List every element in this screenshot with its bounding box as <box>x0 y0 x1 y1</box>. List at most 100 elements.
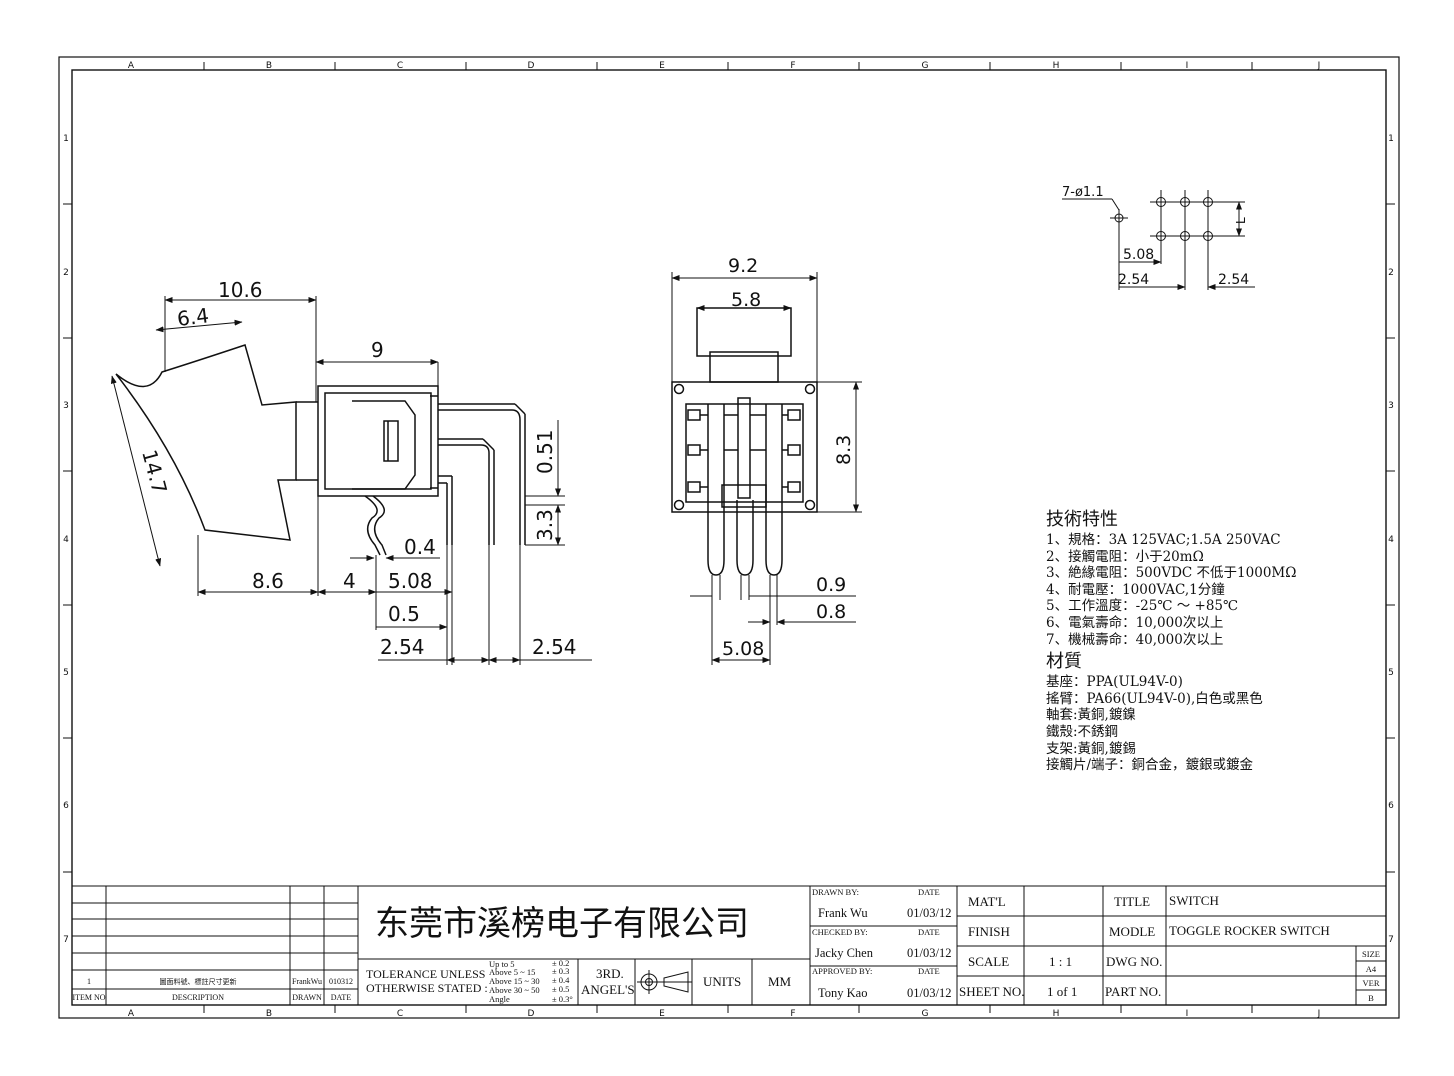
material-line: 鐵殼:不銹鋼 <box>1046 723 1119 740</box>
dim-5-08: 5.08 <box>1123 247 1154 263</box>
col-label: G <box>922 61 929 71</box>
dim-6-4: 6.4 <box>176 303 211 331</box>
row-label: 6 <box>1388 801 1394 811</box>
drawn-date: 01/03/12 <box>907 906 951 920</box>
row-label: 4 <box>63 535 69 545</box>
header-drawn: DRAWN <box>292 993 322 1002</box>
specifications: 技術特性 1、規格：3A 125VAC;1.5A 250VAC 2、接觸電阻：小… <box>1046 508 1376 774</box>
col-label: D <box>528 61 535 71</box>
dim-9-2: 9.2 <box>728 255 758 277</box>
tolerance-range: Above 15 ~ 30 <box>489 976 540 986</box>
company-name: 东莞市溪榜电子有限公司 <box>375 904 749 944</box>
tech-line: 6、電氣壽命：10,000次以上 <box>1046 614 1224 631</box>
units-label: UNITS <box>703 974 741 989</box>
col-label: F <box>790 1009 795 1019</box>
row-label: 4 <box>1388 535 1394 545</box>
tech-line: 5、工作溫度：-25℃ ～ +85℃ <box>1046 598 1239 615</box>
drawing-title: SWITCH <box>1169 893 1219 908</box>
projection-label: ANGEL'S <box>581 982 635 997</box>
material-line: 搖臂：PA66(UL94V-0),白色或黑色 <box>1046 690 1263 707</box>
dim-5-8: 5.8 <box>731 289 761 311</box>
approved-date: 01/03/12 <box>907 986 951 1000</box>
material-heading: 材質 <box>1046 651 1082 673</box>
col-label: D <box>528 1009 535 1019</box>
header-item-no: ITEM NO <box>72 993 105 1002</box>
side-view-dimension-text: 10.6 6.4 14.7 9 0.51 3.3 0.4 8.6 4 5.08 … <box>137 278 576 659</box>
checked-date: 01/03/12 <box>907 946 951 960</box>
scale-label: SCALE <box>968 954 1009 969</box>
row-label: 7 <box>63 935 69 945</box>
dim-0-9: 0.9 <box>816 574 846 596</box>
title-block: 东莞市溪榜电子有限公司 1 圖面料號、標註尺寸更新 FrankWu 010312… <box>72 885 1386 1005</box>
row-label: 6 <box>63 801 69 811</box>
revision-item: 1 <box>87 977 91 986</box>
sheet-label: SHEET NO. <box>959 984 1024 999</box>
header-date: DATE <box>331 993 352 1002</box>
part-no-label: PART NO. <box>1105 984 1161 999</box>
col-label: C <box>397 61 403 71</box>
tech-line: 1、規格：3A 125VAC;1.5A 250VAC <box>1046 532 1281 548</box>
matl-label: MAT'L <box>968 894 1006 909</box>
tolerance-label-1: TOLERANCE UNLESS <box>366 967 485 981</box>
tech-line: 4、耐電壓：1000VAC,1分鐘 <box>1046 581 1225 598</box>
side-view-dimension-lines <box>110 296 592 665</box>
tolerance-value: ± 0.4 <box>552 975 570 985</box>
title-label: TITLE <box>1114 894 1150 909</box>
row-label: 1 <box>63 134 69 144</box>
ver-value: B <box>1368 993 1374 1003</box>
tolerance-range: Angle <box>489 994 510 1004</box>
approved-by-label: APPROVED BY: <box>812 966 872 976</box>
tolerance-value: ± 0.3 <box>552 966 569 976</box>
dim-0-4: 0.4 <box>404 535 436 559</box>
revision-drawn: FrankWu <box>292 977 322 986</box>
units-value: MM <box>768 974 792 989</box>
dim-8-3: 8.3 <box>833 435 855 465</box>
side-view-outline <box>115 344 526 556</box>
size-value: A4 <box>1366 964 1377 974</box>
material-line: 接觸片/端子：銅合金，鍍銀或鍍金 <box>1046 757 1254 774</box>
col-label: J <box>1317 1009 1321 1019</box>
col-label: G <box>922 1009 929 1019</box>
col-label: A <box>128 61 135 71</box>
hole-mark <box>1156 197 1166 207</box>
tech-line: 2、接觸電阻：小于20mΩ <box>1046 548 1204 565</box>
col-label: E <box>659 61 665 71</box>
tech-line: 3、絶緣電阻：500VDC 不低于1000MΩ <box>1046 565 1297 582</box>
date-label: DATE <box>918 887 940 897</box>
dim-L: L <box>1234 217 1248 224</box>
front-view-outline <box>671 307 818 576</box>
approved-by: Tony Kao <box>818 986 867 1000</box>
col-label: E <box>659 1009 665 1019</box>
dim-10-6: 10.6 <box>218 278 263 302</box>
tolerance-range: Above 5 ~ 15 <box>489 967 535 977</box>
col-label: I <box>1186 61 1189 71</box>
row-label: 1 <box>1388 134 1394 144</box>
material-line: 支架:黃銅,鍍錫 <box>1046 740 1136 757</box>
dim-0-5: 0.5 <box>388 602 420 626</box>
drawn-by: Frank Wu <box>818 906 868 920</box>
row-label: 3 <box>1388 401 1394 411</box>
checked-by: Jacky Chen <box>815 946 874 960</box>
col-label: A <box>128 1009 135 1019</box>
row-label: 5 <box>63 668 69 678</box>
front-view-dimension-text: 9.2 5.8 8.3 0.9 0.8 5.08 <box>722 255 855 660</box>
finish-label: FINISH <box>968 924 1010 939</box>
tolerance-value: ± 0.2 <box>552 958 569 968</box>
dim-14-7: 14.7 <box>137 447 172 496</box>
border-frame <box>58 56 1400 1019</box>
revision-description: 圖面料號、標註尺寸更新 <box>160 977 237 986</box>
material-line: 軸套:黃銅,鍍鎳 <box>1046 707 1136 724</box>
tolerance-label-2: OTHERWISE STATED : <box>366 981 488 995</box>
tolerance-range: Up to 5 <box>489 959 515 969</box>
dim-8-6: 8.6 <box>252 569 284 593</box>
dim-2-54-right: 2.54 <box>532 635 577 659</box>
dim-5-08: 5.08 <box>722 638 764 660</box>
row-label: 3 <box>63 401 69 411</box>
dim-9: 9 <box>371 338 384 362</box>
dim-2-54-left: 2.54 <box>1118 272 1149 288</box>
material-line: 基座：PPA(UL94V-0) <box>1046 674 1183 691</box>
tech-heading: 技術特性 <box>1046 509 1118 530</box>
tech-line: 7、機械壽命：40,000次以上 <box>1046 631 1224 648</box>
dim-holes: 7-ø1.1 <box>1062 185 1104 200</box>
